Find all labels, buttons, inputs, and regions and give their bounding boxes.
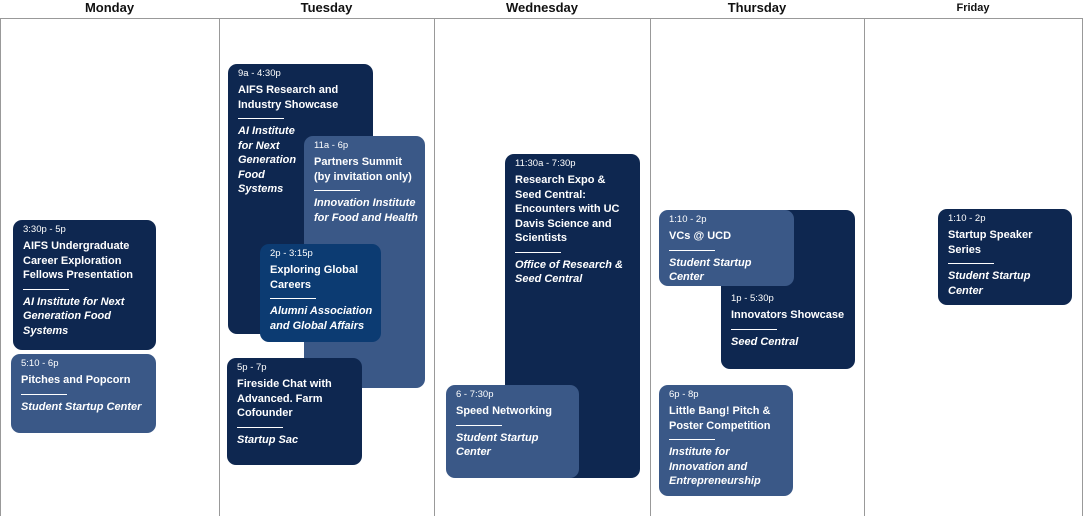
event-host: Student Startup Center: [669, 256, 752, 284]
day-column-wednesday: [434, 18, 651, 516]
event-time: 1:10 - 2p: [669, 214, 707, 225]
event-host: Alumni Association and Global Affairs: [270, 305, 373, 332]
day-header-monday: Monday: [84, 0, 135, 15]
event-card[interactable]: 3:30p - 5p AIFS Undergraduate Career Exp…: [13, 220, 156, 350]
divider: [314, 190, 360, 191]
day-column-thursday: [650, 18, 865, 516]
event-host: Institute for Innovation and Entrepreneu…: [669, 446, 761, 487]
event-time: 5p - 7p: [237, 362, 267, 373]
event-host: AI Institute for Next Generation Food Sy…: [23, 295, 125, 337]
divider: [270, 298, 316, 299]
event-title: Research Expo & Seed Central: Encounters…: [515, 174, 620, 244]
event-title: AIFS Undergraduate Career Exploration Fe…: [23, 240, 134, 281]
event-card[interactable]: 6 - 7:30p Speed Networking Student Start…: [446, 385, 579, 478]
event-time: 6p - 8p: [669, 389, 699, 400]
event-card[interactable]: 6p - 8p Little Bang! Pitch & Poster Comp…: [659, 385, 793, 496]
event-title: Speed Networking: [456, 405, 552, 417]
event-card[interactable]: 5:10 - 6p Pitches and Popcorn Student St…: [11, 354, 156, 433]
event-title: Pitches and Popcorn: [21, 374, 131, 386]
day-header-friday: Friday: [956, 2, 990, 14]
event-title: Fireside Chat with Advanced. Farm Cofoun…: [237, 378, 332, 419]
divider: [515, 251, 561, 253]
event-time: 6 - 7:30p: [456, 389, 494, 400]
event-time: 2p - 3:15p: [270, 248, 313, 259]
event-time: 1p - 5:30p: [731, 293, 774, 304]
event-title: AIFS Research and Industry Showcase: [238, 84, 339, 111]
divider: [948, 263, 994, 264]
divider: [238, 118, 284, 119]
day-header-thursday: Thursday: [727, 0, 787, 15]
event-title: Innovators Showcase: [731, 309, 845, 321]
event-host: Student Startup Center: [21, 400, 142, 413]
event-card[interactable]: 1:10 - 2p Startup Speaker Series Student…: [938, 209, 1072, 305]
event-time: 11:30a - 7:30p: [515, 158, 576, 169]
day-header-tuesday: Tuesday: [300, 0, 353, 15]
event-host: Student Startup Center: [948, 270, 1031, 297]
event-card[interactable]: 5p - 7p Fireside Chat with Advanced. Far…: [227, 358, 362, 465]
event-card[interactable]: 2p - 3:15p Exploring Global Careers Alum…: [260, 244, 381, 342]
day-column-tuesday: [219, 18, 435, 516]
event-title: Exploring Global Careers: [270, 264, 359, 291]
event-time: 5:10 - 6p: [21, 358, 59, 369]
event-time: 3:30p - 5p: [23, 224, 66, 235]
event-host: Seed Central: [731, 335, 799, 348]
divider: [237, 426, 283, 428]
divider: [23, 288, 69, 290]
event-title: Startup Speaker Series: [948, 229, 1033, 256]
event-host: Student Startup Center: [456, 431, 539, 459]
day-header-wednesday: Wednesday: [505, 0, 578, 15]
day-column-monday: [0, 18, 220, 516]
divider: [669, 249, 715, 251]
event-host: Innovation Institute for Food and Health: [314, 197, 418, 224]
event-host: AI Institute for Next Generation Food Sy…: [238, 125, 297, 195]
divider: [456, 424, 502, 426]
event-host: Office of Research & Seed Central: [515, 258, 624, 286]
event-title: Little Bang! Pitch & Poster Competition: [669, 405, 771, 432]
event-time: 11a - 6p: [314, 140, 349, 151]
divider: [669, 439, 715, 440]
event-card[interactable]: 1:10 - 2p VCs @ UCD Student Startup Cent…: [659, 210, 794, 286]
event-title: VCs @ UCD: [669, 230, 732, 242]
event-host: Startup Sac: [237, 433, 299, 446]
divider: [731, 328, 777, 330]
event-title: Partners Summit (by invitation only): [314, 156, 412, 183]
event-time: 9a - 4:30p: [238, 68, 281, 79]
event-time: 1:10 - 2p: [948, 213, 986, 224]
divider: [21, 393, 67, 395]
